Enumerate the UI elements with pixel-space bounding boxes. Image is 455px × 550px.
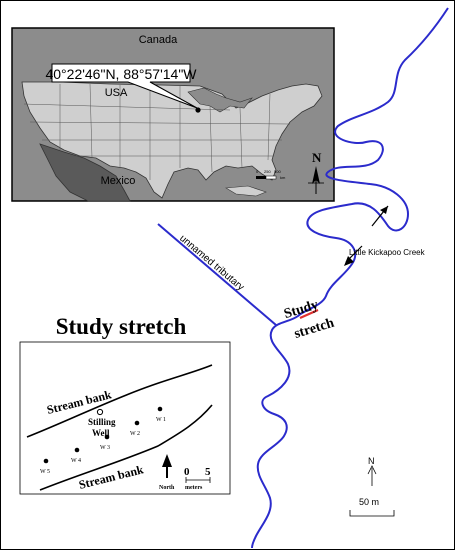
well-marker <box>157 406 163 412</box>
detail-title: Study stretch <box>56 314 187 339</box>
well-marker <box>74 447 80 453</box>
well-label: W 5 <box>40 469 50 475</box>
tributary-channel <box>157 223 277 326</box>
study-stretch-label: Study stretch <box>282 298 336 342</box>
detail-north-label: North <box>159 485 175 491</box>
creek-arrows <box>344 205 389 266</box>
inset-scale-bar: 0 250 500 km <box>256 169 286 180</box>
inset-north-arrow: N <box>308 150 324 194</box>
usa-label: USA <box>105 87 128 99</box>
detail-north-arrow: North <box>159 454 175 491</box>
inset-map: 40°22'46"N, 88°57'14"W USA Canada Mexico… <box>11 27 335 202</box>
creek-label: Little Kickapoo Creek <box>349 248 426 257</box>
caribbean-islands <box>225 185 267 197</box>
state-boundaries <box>23 83 291 180</box>
inset-scale-250: 250 <box>264 169 271 174</box>
stilling-well-line2: Well <box>92 428 110 438</box>
detail-scale-0: 0 <box>184 466 190 478</box>
well-marker <box>104 434 110 440</box>
study-reach <box>299 308 319 320</box>
stilling-well-line1: Stilling <box>88 417 116 427</box>
stream-scale-label: 50 m <box>359 497 379 507</box>
inset-scale-unit: km <box>280 175 286 180</box>
stream-scale-bar: 50 m <box>349 497 395 517</box>
inset-scale-500: 500 <box>274 169 281 174</box>
study-label-line2: stretch <box>292 316 336 342</box>
stilling-well-marker <box>96 408 104 416</box>
stream-north-arrow: N <box>367 456 377 486</box>
well-label: W 4 <box>71 458 81 464</box>
mexico-landmass <box>39 143 131 202</box>
well-marker <box>134 420 140 426</box>
detail-scale-unit: meters <box>185 485 203 491</box>
coordinate-callout <box>51 63 198 109</box>
detail-frame <box>19 341 231 495</box>
tributary-label: unnamed tributary <box>177 233 246 293</box>
detail-map: Study stretch Stream bank Stream bank St… <box>19 314 231 495</box>
well-markers: W 1 W 2 W 3 W 4 W 5 <box>40 406 166 475</box>
mexico-label: Mexico <box>101 175 136 187</box>
well-label: W 2 <box>130 431 140 437</box>
coordinates-label: 40°22'46"N, 88°57'14"W <box>45 66 197 82</box>
upper-bank-line <box>26 364 213 438</box>
great-lakes <box>187 87 253 113</box>
lower-bank-line <box>39 404 213 491</box>
stream-north-label: N <box>368 456 375 466</box>
detail-scale-5: 5 <box>205 466 211 478</box>
well-label: W 1 <box>156 417 166 423</box>
creek-channel <box>251 7 449 549</box>
canada-label: Canada <box>139 34 178 46</box>
well-label: W 3 <box>100 445 110 451</box>
inset-north-label: N <box>312 150 322 165</box>
detail-scale-bar: 0 5 meters <box>184 466 211 491</box>
study-location-marker <box>195 107 201 113</box>
well-marker <box>43 458 49 464</box>
inset-scale-0: 0 <box>256 169 259 174</box>
